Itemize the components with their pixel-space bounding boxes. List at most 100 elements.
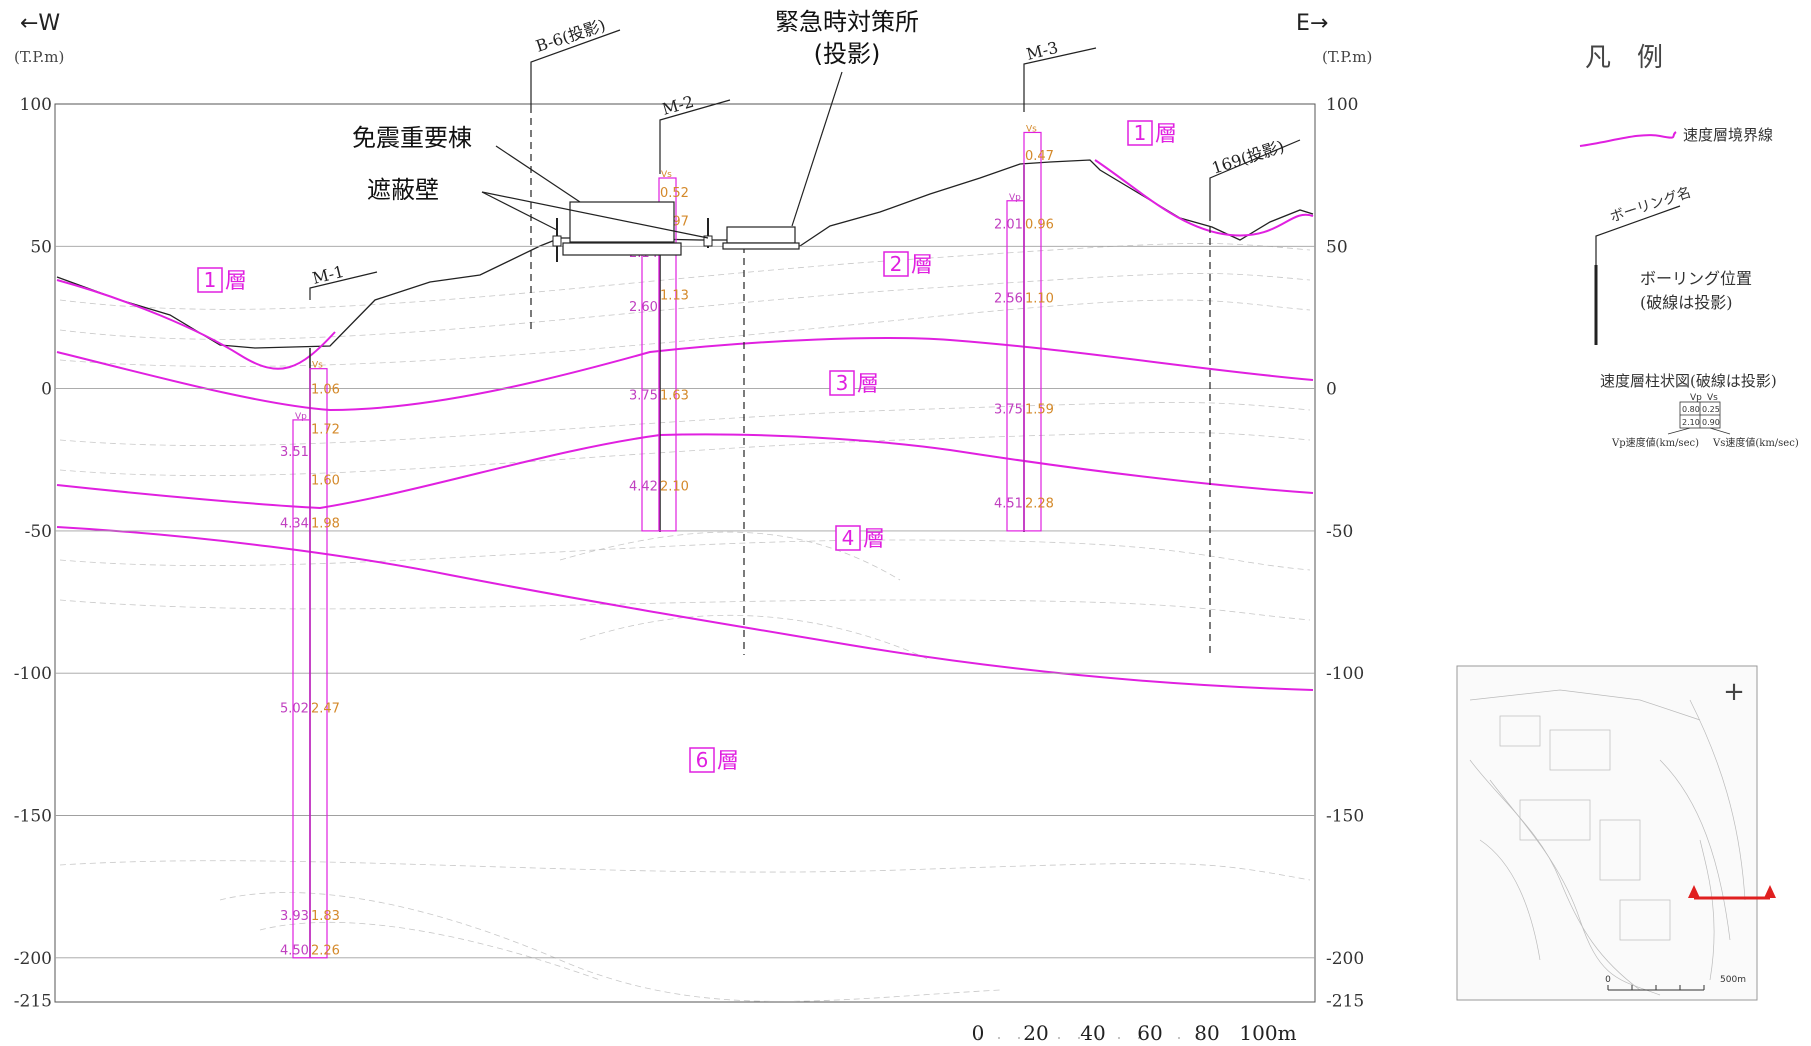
key-map-section-arrow-west	[1688, 885, 1700, 898]
vp-value: 2.60	[629, 300, 658, 315]
vs-value: 1.72	[311, 422, 340, 437]
legend-sample-value: 0.80	[1682, 405, 1700, 414]
borehole-label-m1: M-1	[310, 262, 346, 288]
vs-value: 1.10	[1025, 292, 1054, 307]
unit-left: (T.P.m)	[14, 48, 64, 66]
elevation-tick-right: -200	[1326, 949, 1364, 969]
vp-value: 5.02	[280, 701, 309, 716]
key-map-scale-end: 500m	[1720, 975, 1746, 985]
borehole-label-m3: M-3	[1024, 38, 1060, 64]
layer-4-box	[835, 525, 861, 551]
elevation-tick-left: -200	[14, 949, 52, 969]
shield-wall-east	[703, 218, 713, 248]
vs-column-M-2	[658, 177, 677, 532]
layer-3-text: 層	[857, 372, 879, 397]
layer-1-east-text: 層	[1155, 122, 1177, 147]
layer-2-number: 2	[890, 252, 903, 276]
scale-40: 40	[1080, 1021, 1105, 1045]
layer-4-number: 4	[842, 526, 855, 550]
strata-texture	[59, 243, 1311, 1002]
vs-value: 0.47	[1025, 149, 1054, 164]
label-seismic-building: 免震重要棟	[352, 124, 472, 152]
vs-value: 1.60	[311, 474, 340, 489]
boundary-layer1-west	[56, 279, 336, 370]
layer-6-box	[689, 747, 715, 773]
legend-boring-flag	[1595, 205, 1681, 265]
legend-sample-vs-head: Vs	[1707, 393, 1718, 403]
elevation-tick-left: -215	[14, 991, 52, 1011]
layer-3-number: 3	[836, 371, 849, 395]
leader-shield-wall-east	[481, 191, 709, 239]
legend-sample-value: 2.10	[1682, 418, 1700, 427]
legend-vp-caption: Vp速度値(km/sec)	[1611, 436, 1699, 449]
vs-value: 0.52	[660, 186, 689, 201]
layer-1-west-box	[197, 267, 223, 293]
borehole-m2: M-2	[659, 92, 731, 532]
seismic-isolation-building	[562, 201, 682, 256]
vs-value: 0.96	[1025, 218, 1054, 233]
boundary-layer1-east	[1094, 159, 1314, 237]
vs-value: 1.59	[1025, 403, 1054, 418]
borehole-m3: M-3	[1023, 38, 1097, 532]
layer-1-east-number: 1	[1134, 121, 1147, 145]
vs-value: 2.47	[311, 701, 340, 716]
elevation-tick-right: 50	[1326, 237, 1348, 257]
vp-value: 2.01	[994, 218, 1023, 233]
legend-title: 凡 例	[1585, 43, 1663, 73]
elevation-tick-right: -50	[1326, 522, 1353, 542]
borehole-label-m2: M-2	[660, 92, 696, 119]
elevation-tick-right: 100	[1326, 95, 1358, 115]
ground-surface	[56, 159, 1314, 349]
shield-wall-west	[552, 218, 562, 262]
vp-head: Vp	[295, 412, 307, 422]
label-emergency-office-sub: (投影)	[814, 40, 881, 68]
borehole-label-169: 169(投影)	[1209, 137, 1286, 178]
legend-boring-position: ボーリング位置	[1640, 269, 1752, 288]
elevation-tick-left: 100	[20, 95, 52, 115]
elevation-tick-left: -50	[25, 522, 52, 542]
leader-emergency-office	[791, 71, 843, 227]
vs-head: Vs	[1026, 124, 1037, 134]
boundary-layer4-6	[56, 526, 1314, 691]
elevation-tick-left: 50	[30, 237, 52, 257]
vp-value: 3.51	[280, 445, 309, 460]
borehole-label-b6: B-6(投影)	[533, 15, 607, 55]
leader-shield-wall-west	[481, 191, 558, 231]
layer-3-box	[829, 370, 855, 396]
projected-borehole-169: 169(投影)	[1209, 137, 1301, 655]
vs-value: 2.10	[660, 479, 689, 494]
layer-6-text: 層	[717, 749, 739, 774]
legend-vs-caption: Vs速度値(km/sec)	[1712, 436, 1799, 449]
vs-value: 1.63	[660, 388, 689, 403]
legend-sample-value: 0.90	[1702, 418, 1720, 427]
elevation-tick-right: -100	[1326, 664, 1364, 684]
elevation-tick-left: -150	[14, 807, 52, 827]
leader-seismic-building	[495, 145, 581, 203]
scale-20: 20	[1023, 1021, 1048, 1045]
scale-0: 0	[972, 1021, 985, 1045]
legend-column-sample: Vp Vs 0.80 0.25 2.10 0.90 Vp速度値(km/sec) …	[1611, 393, 1799, 449]
vs-value: 1.06	[311, 383, 340, 398]
layer-1-west-number: 1	[204, 268, 217, 292]
layer-1-east-box	[1127, 120, 1153, 146]
vs-head: Vs	[661, 170, 672, 180]
vs-column-M-3	[1023, 131, 1042, 532]
vp-head: Vp	[1009, 193, 1021, 203]
velocity-columns: VsVp3.514.345.023.934.501.061.721.601.98…	[280, 124, 1054, 959]
projected-borehole-b6: B-6(投影)	[530, 15, 621, 330]
vs-value: 1.13	[660, 289, 689, 304]
legend-boring-name: ボーリング名	[1608, 185, 1693, 226]
vs-value: 2.26	[311, 943, 340, 958]
layer-2-box	[883, 251, 909, 277]
label-emergency-office: 緊急時対策所	[775, 8, 919, 36]
layer-1-west-text: 層	[225, 269, 247, 294]
legend-sample-value: 0.25	[1702, 405, 1720, 414]
scale-bar: 0 20 40 60 80 100m	[972, 1021, 1297, 1045]
key-map-north: +	[1723, 677, 1745, 707]
layer-4-text: 層	[863, 527, 885, 552]
vs-column-M-1	[309, 368, 328, 959]
legend-boundary-swatch	[1579, 131, 1677, 147]
vp-value: 2.56	[994, 292, 1023, 307]
